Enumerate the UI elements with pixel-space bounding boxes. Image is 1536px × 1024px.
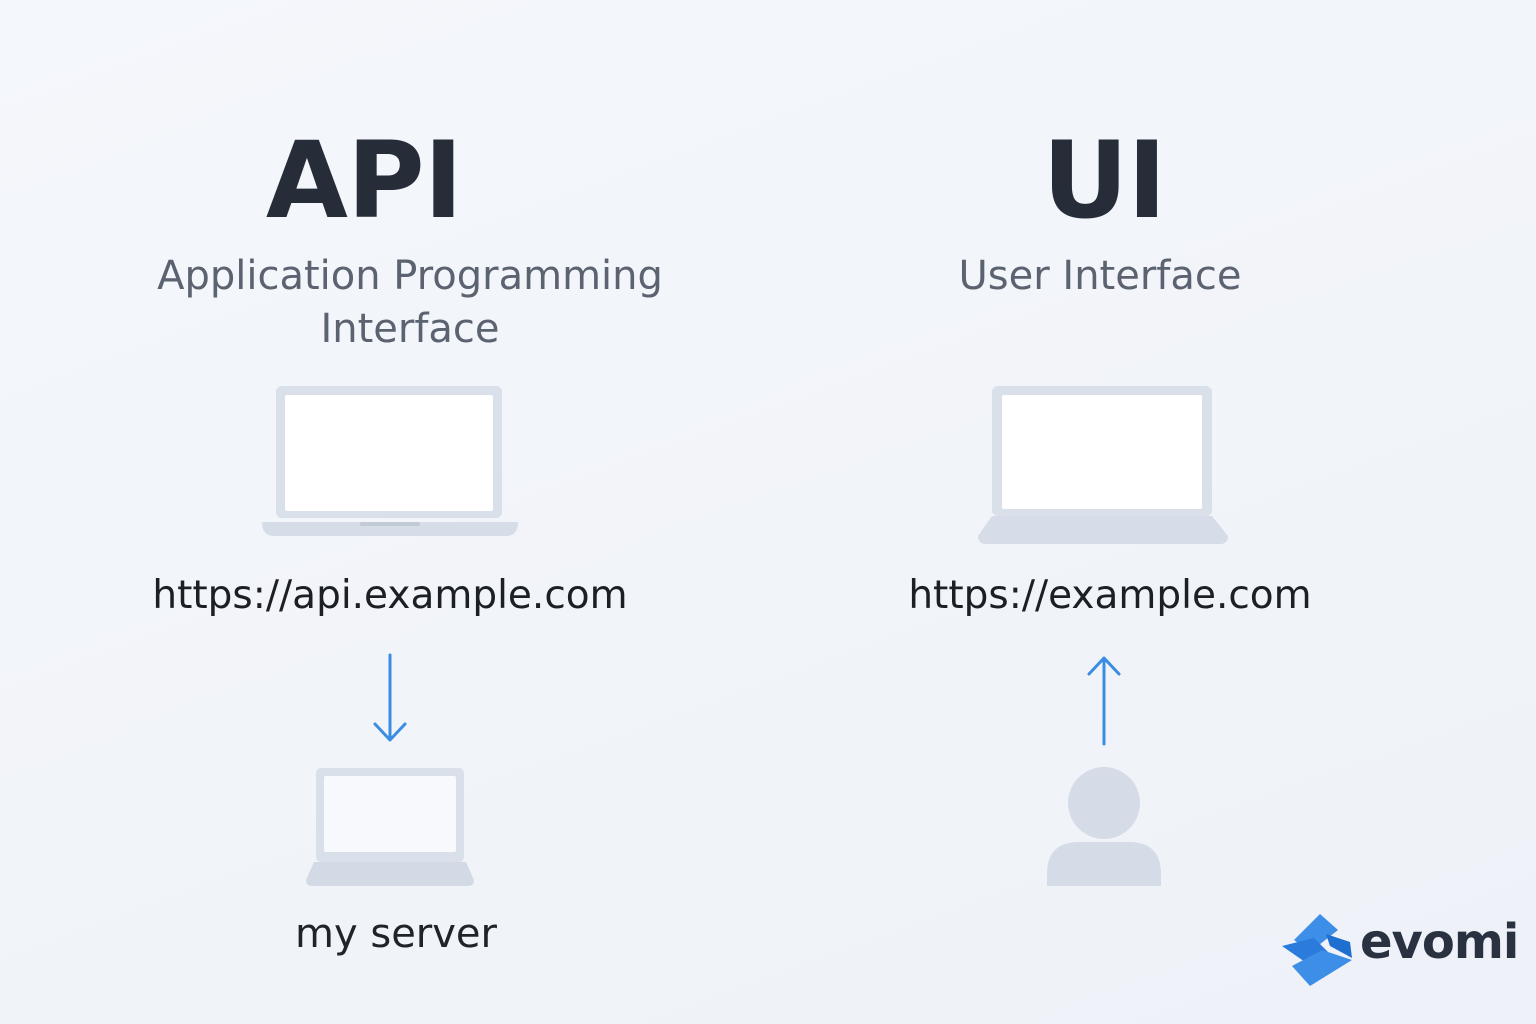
api-url: https://api.example.com <box>152 573 628 618</box>
user-icon <box>1047 767 1161 886</box>
server-laptop-icon <box>306 768 474 886</box>
ui-url: https://example.com <box>908 573 1312 618</box>
arrow-down-icon <box>373 653 407 742</box>
ui-subtitle: User Interface <box>958 253 1242 299</box>
laptop-icon <box>262 386 518 536</box>
evomi-logo-text: evomi <box>1360 914 1519 970</box>
api-subtitle: Application Programming Interface <box>157 253 663 352</box>
server-label: my server <box>295 911 497 957</box>
ui-title: UI <box>1042 119 1167 242</box>
laptop-icon <box>978 386 1228 544</box>
api-title: API <box>265 119 463 242</box>
evomi-logo-icon <box>1282 914 1352 986</box>
arrow-up-icon <box>1087 656 1121 746</box>
